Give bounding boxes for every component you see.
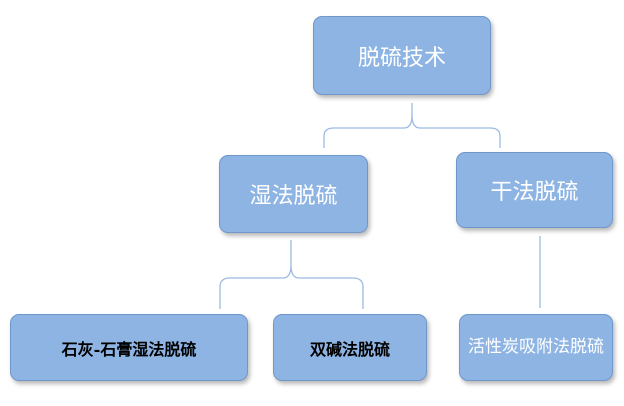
node-label: 活性炭吸附法脱硫	[468, 337, 604, 357]
node-label: 石灰-石膏湿法脱硫	[61, 339, 197, 359]
node-dry-desulfurization: 干法脱硫	[456, 152, 613, 228]
node-lime-gypsum-wet-desulfurization: 石灰-石膏湿法脱硫	[10, 314, 248, 381]
brace-root-to-children	[323, 103, 501, 148]
node-label: 脱硫技术	[357, 45, 446, 71]
node-label: 湿法脱硫	[249, 184, 338, 209]
brace-wet-to-children	[219, 240, 364, 309]
node-desulfurization-technology: 脱硫技术	[313, 16, 491, 95]
node-activated-carbon-adsorption-desulfurization: 活性炭吸附法脱硫	[459, 314, 613, 381]
node-label: 双碱法脱硫	[309, 339, 390, 359]
node-label: 干法脱硫	[490, 180, 579, 205]
node-dual-alkali-desulfurization: 双碱法脱硫	[273, 314, 427, 381]
node-wet-desulfurization: 湿法脱硫	[219, 155, 368, 233]
